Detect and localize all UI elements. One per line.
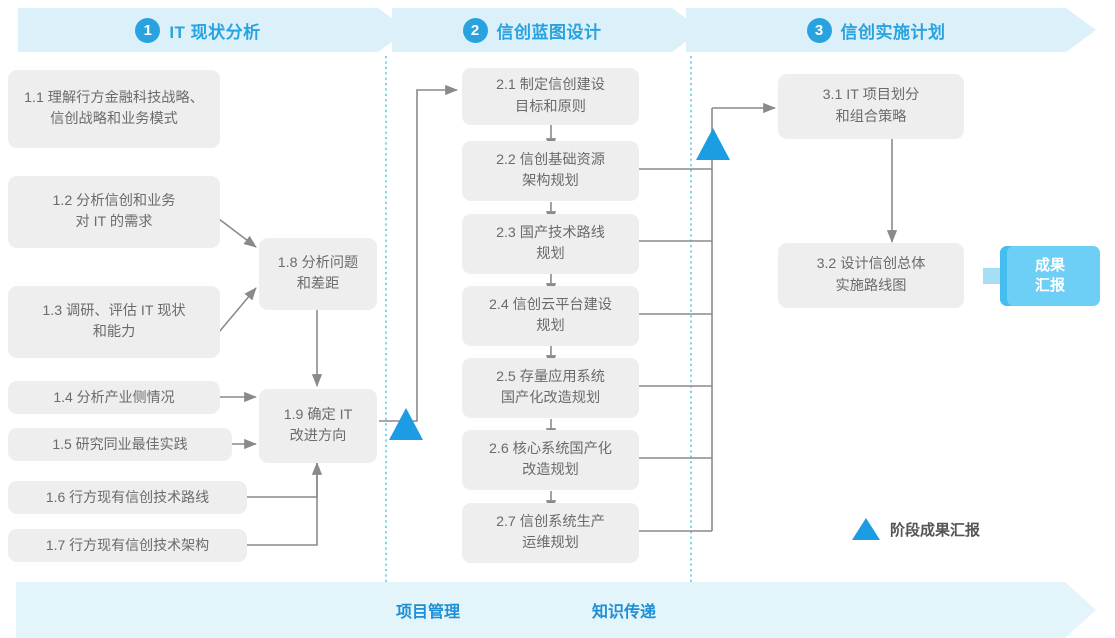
node-2-5[interactable]: 2.5 存量应用系统 国产化改造规划: [462, 358, 639, 418]
node-3-1[interactable]: 3.1 IT 项目划分 和组合策略: [778, 74, 964, 139]
node-2-4[interactable]: 2.4 信创云平台建设 规划: [462, 286, 639, 346]
edge-1-6-to-1-9: [247, 462, 323, 498]
edge-1-7-to-1-9: [247, 463, 318, 546]
node-3-2[interactable]: 3.2 设计信创总体 实施路线图: [778, 243, 964, 308]
phase-number-2: 2: [462, 17, 488, 43]
node-2-3[interactable]: 2.3 国产技术路线 规划: [462, 214, 639, 274]
stage-marker-triangle-1: [389, 408, 423, 440]
phase-title-2: 信创蓝图设计: [496, 22, 602, 42]
phase-title-3: 信创实施计划: [840, 22, 946, 42]
legend-label: 阶段成果汇报: [890, 521, 981, 539]
node-1-4[interactable]: 1.4 分析产业侧情况: [8, 381, 220, 414]
stage-marker-triangle-2: [696, 128, 730, 160]
phase-banner-3: 3 信创实施计划: [686, 8, 1066, 52]
phase-title-1: IT 现状分析: [169, 22, 261, 42]
triangle-up-icon: [852, 518, 880, 540]
node-1-5[interactable]: 1.5 研究同业最佳实践: [8, 428, 232, 461]
node-2-1[interactable]: 2.1 制定信创建设 目标和原则: [462, 68, 639, 125]
phase-number-3: 3: [806, 17, 832, 43]
node-2-6[interactable]: 2.6 核心系统国产化 改造规划: [462, 430, 639, 490]
node-1-6[interactable]: 1.6 行方现有信创技术路线: [8, 481, 247, 514]
band-label-project-management: 项目管理: [396, 604, 461, 621]
legend-stage-deliverable: 阶段成果汇报: [852, 518, 980, 540]
bottom-band-shape: [16, 582, 1096, 638]
band-label-knowledge-transfer: 知识传递: [592, 604, 657, 621]
node-1-1[interactable]: 1.1 理解行方金融科技战略、 信创战略和业务模式: [8, 70, 220, 148]
edge-1-3-to-1-8: [218, 287, 257, 333]
edge-1-9-to-2-1: [379, 84, 458, 422]
node-1-7[interactable]: 1.7 行方现有信创技术架构: [8, 529, 247, 562]
phase-banner-1: 1 IT 现状分析: [18, 8, 378, 52]
edge-1-2-to-1-8: [218, 218, 257, 248]
phase-number-1: 1: [135, 17, 161, 43]
phase-banner-2: 2 信创蓝图设计: [392, 8, 672, 52]
node-1-8[interactable]: 1.8 分析问题 和差距: [259, 238, 377, 310]
node-1-3[interactable]: 1.3 调研、评估 IT 现状 和能力: [8, 286, 220, 358]
node-2-2[interactable]: 2.2 信创基础资源 架构规划: [462, 141, 639, 201]
node-1-9[interactable]: 1.9 确定 IT 改进方向: [259, 389, 377, 463]
result-report-chip[interactable]: 成果 汇报: [1000, 246, 1100, 306]
node-1-2[interactable]: 1.2 分析信创和业务 对 IT 的需求: [8, 176, 220, 248]
node-2-7[interactable]: 2.7 信创系统生产 运维规划: [462, 503, 639, 563]
